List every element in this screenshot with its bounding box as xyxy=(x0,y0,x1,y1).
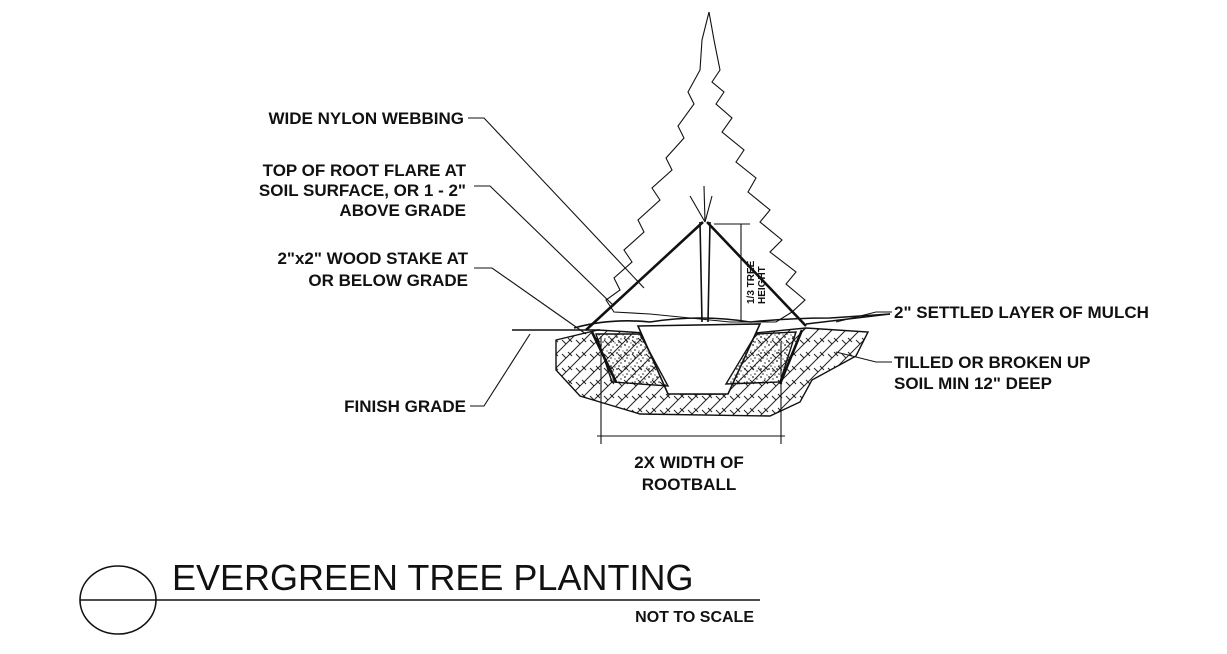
leader-finish-grade xyxy=(470,333,531,407)
label-root-flare-line2: SOIL SURFACE, OR 1 - 2" xyxy=(259,181,466,200)
tree-canopy-outline xyxy=(605,11,806,323)
label-mulch: 2" SETTLED LAYER OF MULCH xyxy=(894,303,1149,322)
svg-text:HEIGHT: HEIGHT xyxy=(757,266,768,304)
svg-text:1/3 TREE: 1/3 TREE xyxy=(746,260,757,304)
label-width-line1: 2X WIDTH OF xyxy=(634,453,744,472)
nylon-webbing-left xyxy=(585,221,704,331)
leader-root-flare xyxy=(474,185,615,307)
leader-nylon-webbing xyxy=(468,117,645,289)
tree-trunk-left xyxy=(699,221,703,323)
label-root-flare-line1: TOP OF ROOT FLARE AT xyxy=(263,161,467,180)
label-finish-grade: FINISH GRADE xyxy=(344,397,466,416)
tree-height-label: 1/3 TREE HEIGHT xyxy=(746,260,768,304)
label-wood-stake-line2: OR BELOW GRADE xyxy=(308,271,468,290)
wood-stake-right xyxy=(778,329,804,385)
wood-stake-left xyxy=(590,331,618,383)
mulch-layer xyxy=(573,313,891,329)
detail-subtitle: NOT TO SCALE xyxy=(635,609,754,626)
label-tilled-soil-line1: TILLED OR BROKEN UP xyxy=(894,353,1090,372)
backfill-left xyxy=(595,333,670,387)
label-width-line2: ROOTBALL xyxy=(642,475,736,494)
tree-trunk-right xyxy=(707,221,711,323)
leader-tilled-soil xyxy=(835,351,892,363)
tree-leader-branches xyxy=(689,185,713,223)
detail-title: EVERGREEN TREE PLANTING xyxy=(172,557,693,598)
label-nylon-webbing: WIDE NYLON WEBBING xyxy=(269,109,465,128)
nylon-webbing-right xyxy=(706,221,807,327)
leader-mulch xyxy=(835,311,892,323)
label-tilled-soil-line2: SOIL MIN 12" DEEP xyxy=(894,374,1052,393)
leader-wood-stake xyxy=(474,267,587,335)
label-root-flare-line3: ABOVE GRADE xyxy=(339,201,466,220)
label-wood-stake-line1: 2"x2" WOOD STAKE AT xyxy=(277,249,468,268)
